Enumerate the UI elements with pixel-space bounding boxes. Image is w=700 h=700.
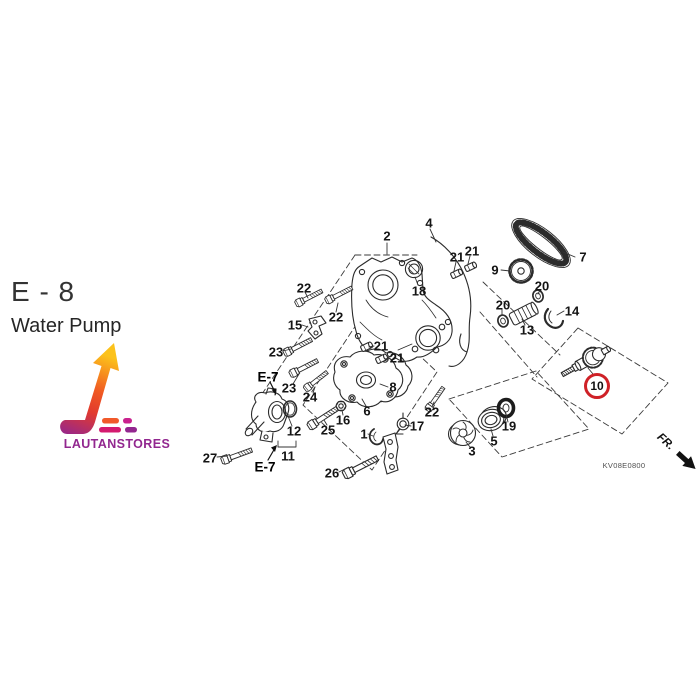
part-ref-label-9-3: 9 [491,262,499,278]
part-1-clamp [368,428,384,446]
part-ref-label-21-5: 21 [449,249,465,265]
part-14-clip [543,307,565,329]
part-ref-label-26-26: 26 [324,465,340,481]
highlight-circle: 10 [584,373,610,399]
section-code: E - 8 [11,276,76,307]
drawing-code: KV08E0800 [603,461,646,470]
part-18-oil-seal [404,259,424,279]
part-19-seal-ring [496,397,516,419]
part-ref-label-15-13: 15 [287,317,303,333]
part-ref-label-27-25: 27 [202,450,218,466]
page-title: Water Pump [11,315,122,337]
section-ref-label-0: E-7 [257,369,279,385]
part-ref-label-21-6: 21 [464,243,480,259]
part-ref-label-12-23: 12 [286,423,302,439]
part-15-bracket [307,315,327,340]
part-6-pump-cover [333,350,404,408]
part-ref-label-25-22: 25 [320,422,336,438]
part-3-impeller [447,419,477,447]
part-ref-label-20-7: 20 [534,278,550,294]
part-10-pump-shaft [560,345,612,378]
part-ref-label-22-29: 22 [424,404,440,420]
e7-reference-arrows [267,381,277,461]
part-2-cover-housing [351,256,453,362]
part-ref-label-3-30: 3 [468,443,476,459]
brand-name: LAUTANSTORES [63,437,171,451]
part-ref-label-1-27: 1 [360,426,368,442]
part-4-gasket [430,236,472,367]
brand-logo [60,343,137,434]
highlighted-part-ref: 10 [590,379,604,393]
section-ref-label-1: E-7 [254,459,276,475]
part-ref-label-18-4: 18 [411,283,427,299]
part-ref-label-22-12: 22 [328,309,344,325]
part-ref-label-17-28: 17 [409,418,425,434]
part-17-clamp [395,412,410,435]
header: E - 8 Water Pump [11,276,121,338]
part-ref-label-23-14: 23 [268,344,284,360]
part-16-nut [335,400,347,412]
part-12-o-ring [282,400,298,418]
part-ref-label-8-19: 8 [389,379,397,395]
part-ref-label-22-11: 22 [296,280,312,296]
part-ref-label-24-16: 24 [302,389,318,405]
part-13-collar [508,301,539,326]
part-ref-label-7-2: 7 [579,249,587,265]
part-ref-label-5-31: 5 [490,433,498,449]
part-ref-label-11-24: 11 [281,448,295,464]
part-ref-label-13-10: 13 [519,322,535,338]
part-ref-label-14-9: 14 [564,303,580,319]
fr-direction-arrow-icon [676,451,696,470]
part-ref-label-21-17: 21 [373,338,389,354]
part-ref-label-21-18: 21 [389,350,405,366]
part-ref-label-6-20: 6 [363,403,371,419]
part-ref-label-20-8: 20 [495,297,511,313]
part-1-stay-bracket [382,432,399,475]
leader-lines [216,228,594,473]
part-ref-label-19-32: 19 [501,418,517,434]
part-ref-label-2-0: 2 [383,228,391,244]
part-ref-label-23-15: 23 [281,380,297,396]
part-7-chain [511,218,571,268]
brand-arrow-icon [60,343,137,434]
part-ref-label-4-1: 4 [425,215,433,231]
part-ref-label-16-21: 16 [335,412,351,428]
part-11-thermostat-housing [244,387,298,443]
